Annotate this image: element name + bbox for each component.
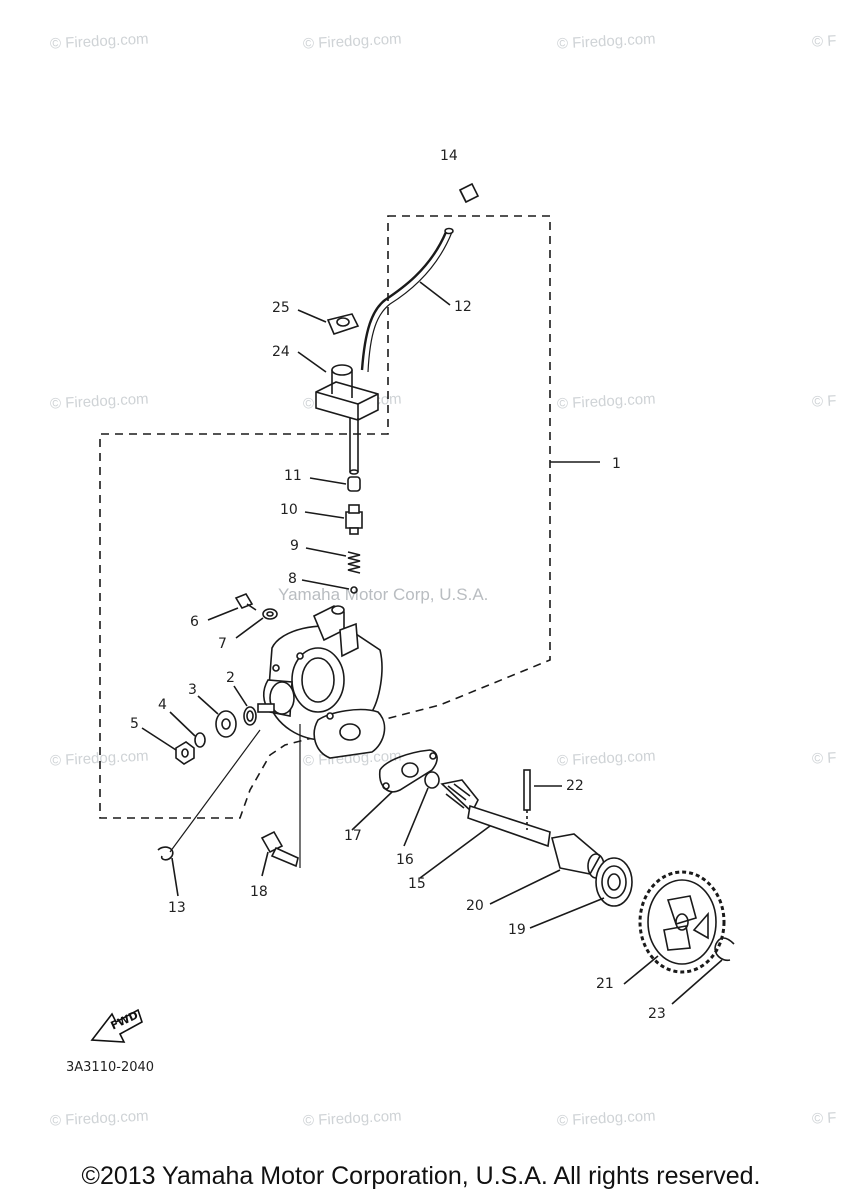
part-6-bolt: [207, 593, 257, 621]
part-7-washer: [235, 608, 278, 639]
callout-11: 11: [284, 468, 302, 484]
part-16-oring: [403, 771, 440, 847]
callout-5: 5: [130, 716, 139, 732]
assembly-boundary: [99, 215, 551, 819]
part-24-holder: [297, 351, 379, 421]
callout-21: 21: [596, 976, 614, 992]
callout-6: 6: [190, 614, 199, 630]
part-21-gear: [623, 870, 726, 985]
part-17-gasket: [351, 749, 438, 831]
callout-14: 14: [440, 148, 458, 164]
callout-8: 8: [288, 571, 297, 587]
part-19-bearing: [529, 857, 633, 929]
callout-4: 4: [158, 697, 167, 713]
callout-1: 1: [612, 456, 621, 472]
callout-12: 12: [454, 299, 472, 315]
callout-20: 20: [466, 898, 484, 914]
callout-2: 2: [226, 670, 235, 686]
callout-3: 3: [188, 682, 197, 698]
part-5-nut: [141, 727, 195, 765]
callout-25: 25: [272, 300, 290, 316]
part-10: [304, 504, 363, 535]
part-23-circlip: [671, 937, 735, 1005]
callout-24: 24: [272, 344, 290, 360]
callout-17: 17: [344, 828, 362, 844]
callout-13: 13: [168, 900, 186, 916]
callout-16: 16: [396, 852, 414, 868]
center-watermark: Yamaha Motor Corp, U.S.A.: [278, 585, 489, 604]
part-4-washer: [169, 711, 206, 748]
copyright-notice: ©2013 Yamaha Motor Corporation, U.S.A. A…: [81, 1162, 761, 1190]
callout-15: 15: [408, 876, 426, 892]
assembly-leader: [169, 729, 261, 853]
part-22-pin: [523, 769, 562, 830]
callout-18: 18: [250, 884, 268, 900]
part-14-cap: [458, 182, 480, 204]
delivery-tube: [349, 418, 359, 475]
part-18-bolt: [260, 830, 299, 877]
drawing-code: 3A3110-2040: [66, 1060, 155, 1075]
part-2-oring: [233, 685, 257, 726]
callout-9: 9: [290, 538, 299, 554]
callout-19: 19: [508, 922, 526, 938]
part-15-shaft: [419, 779, 551, 879]
part-8-ball: [301, 579, 358, 594]
part-9-spring: [305, 547, 361, 574]
callout-22: 22: [566, 778, 584, 794]
part-13-clip: [157, 846, 179, 897]
fwd-arrow: [90, 1008, 143, 1043]
part-3-plate: [197, 695, 237, 738]
part-12-pipe: [360, 227, 454, 373]
callout-7: 7: [218, 636, 227, 652]
oil-pump-body: [257, 605, 386, 759]
part-25-clamp: [297, 309, 360, 335]
callout-10: 10: [280, 502, 298, 518]
callout-23: 23: [648, 1006, 666, 1022]
part-11: [309, 476, 361, 492]
